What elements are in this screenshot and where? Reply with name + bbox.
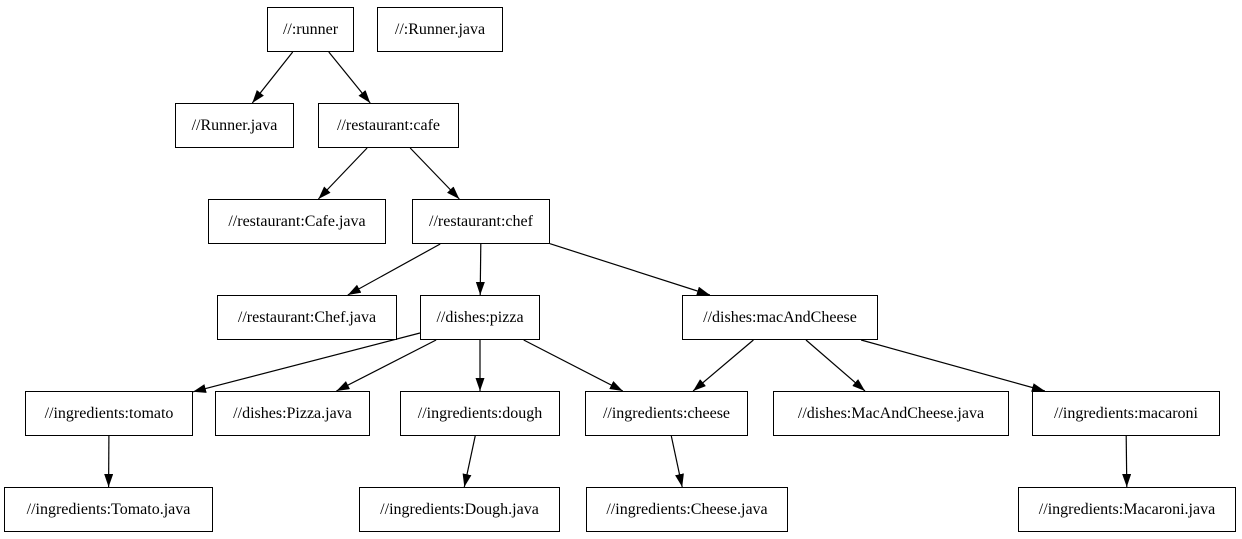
edge-chef-to-mac-and-cheese xyxy=(549,243,711,296)
graph-node-label: //dishes:Pizza.java xyxy=(233,404,352,422)
node-tomato-java: //ingredients:Tomato.java xyxy=(4,487,213,532)
edge-mac-and-cheese-to-macaroni xyxy=(860,339,1046,392)
node-chef-java: //restaurant:Chef.java xyxy=(217,295,397,340)
graph-node-label: //:runner xyxy=(282,20,339,38)
graph-node-label: //ingredients:Cheese.java xyxy=(606,500,768,518)
edge-pizza-to-pizza-java xyxy=(336,339,437,392)
node-dough: //ingredients:dough xyxy=(400,391,560,436)
edge-runner-to-runner-java xyxy=(251,51,294,104)
graph-node-label: //restaurant:cafe xyxy=(336,116,441,134)
edge-pizza-to-tomato xyxy=(192,332,421,393)
node-mac-java: //dishes:MacAndCheese.java xyxy=(773,391,1009,436)
node-runner-java-top: //:Runner.java xyxy=(377,7,503,52)
node-cafe: //restaurant:cafe xyxy=(318,103,459,148)
edge-cafe-to-chef xyxy=(409,147,460,200)
node-cafe-java: //restaurant:Cafe.java xyxy=(208,199,386,244)
edge-runner-to-cafe xyxy=(328,51,371,104)
graph-node-label: //dishes:pizza xyxy=(436,308,524,326)
node-pizza: //dishes:pizza xyxy=(420,295,540,340)
node-tomato: //ingredients:tomato xyxy=(25,391,193,436)
graph-node-label: //dishes:MacAndCheese.java xyxy=(797,404,985,422)
node-runner: //:runner xyxy=(267,7,354,52)
edge-cheese-to-cheese-java xyxy=(670,435,684,488)
node-pizza-java: //dishes:Pizza.java xyxy=(215,391,370,436)
node-dough-java: //ingredients:Dough.java xyxy=(359,487,560,532)
edge-cafe-to-cafe-java xyxy=(317,147,368,200)
node-macaroni: //ingredients:macaroni xyxy=(1032,391,1220,436)
node-chef: //restaurant:chef xyxy=(412,199,550,244)
graph-node-label: //ingredients:Tomato.java xyxy=(26,500,191,518)
edge-pizza-to-cheese xyxy=(523,339,624,392)
node-macaroni-java: //ingredients:Macaroni.java xyxy=(1018,487,1236,532)
graph-node-label: //ingredients:Macaroni.java xyxy=(1038,500,1216,518)
edge-chef-to-pizza xyxy=(475,243,485,296)
node-runner-java: //Runner.java xyxy=(175,103,294,148)
graph-node-label: //restaurant:Cafe.java xyxy=(228,212,366,230)
node-mac-and-cheese: //dishes:macAndCheese xyxy=(682,295,878,340)
edge-mac-and-cheese-to-mac-java xyxy=(805,339,866,392)
graph-node-label: //:Runner.java xyxy=(394,20,486,38)
graph-node-label: //ingredients:macaroni xyxy=(1054,404,1198,422)
graph-node-label: //ingredients:dough xyxy=(417,404,543,422)
node-cheese-java: //ingredients:Cheese.java xyxy=(586,487,788,532)
graph-node-label: //restaurant:chef xyxy=(429,212,533,230)
edge-macaroni-to-macaroni-java xyxy=(1122,435,1132,488)
graph-node-label: //dishes:macAndCheese xyxy=(703,308,857,326)
edge-mac-and-cheese-to-cheese xyxy=(692,339,754,392)
node-cheese: //ingredients:cheese xyxy=(585,391,748,436)
edge-chef-to-chef-java xyxy=(347,243,441,296)
graph-node-label: //restaurant:Chef.java xyxy=(237,308,377,326)
graph-node-label: //ingredients:Dough.java xyxy=(380,500,539,518)
graph-node-label: //ingredients:tomato xyxy=(44,404,174,422)
edge-dough-to-dough-java xyxy=(462,435,476,488)
graph-node-label: //Runner.java xyxy=(191,116,278,134)
graph-node-label: //ingredients:cheese xyxy=(602,404,731,422)
